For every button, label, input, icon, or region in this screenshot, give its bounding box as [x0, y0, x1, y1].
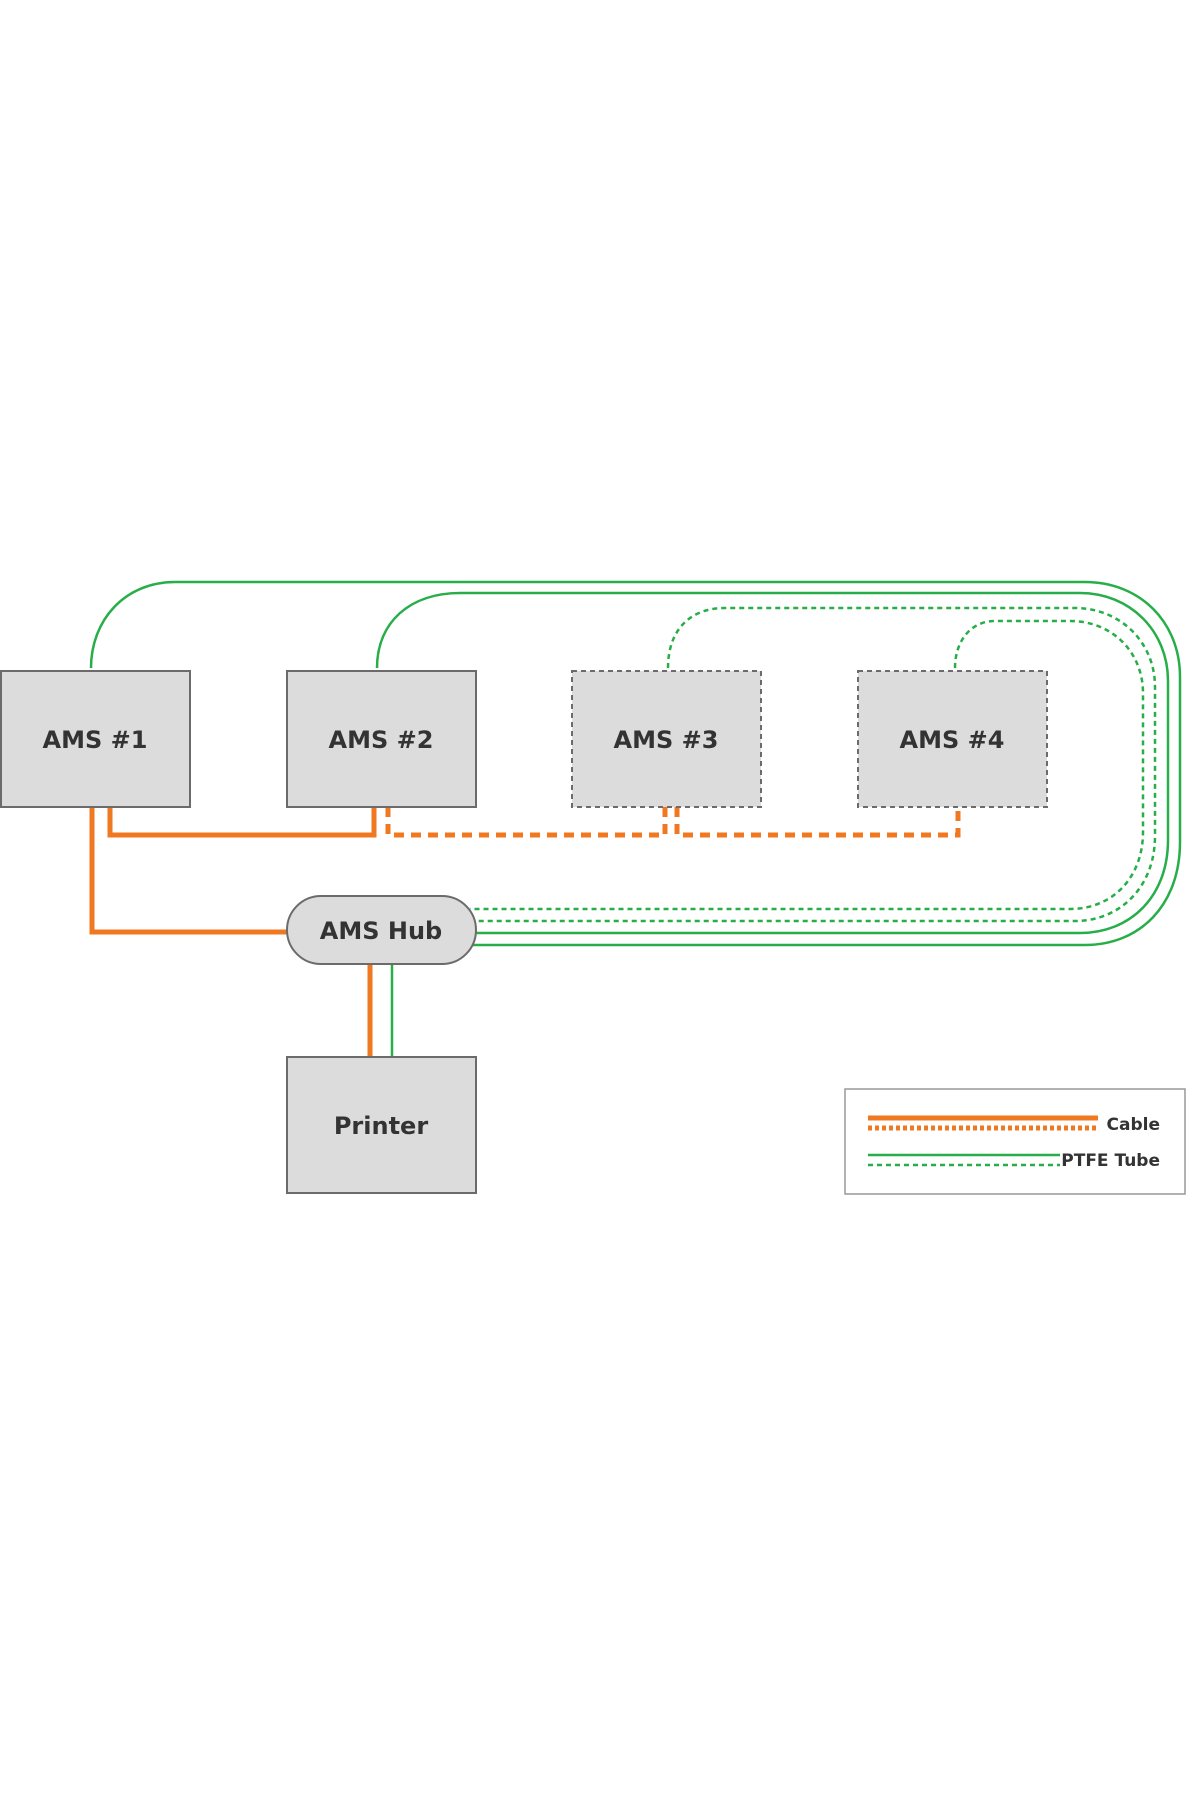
node-ams2: AMS #2: [286, 670, 477, 808]
ams2-box: [286, 670, 477, 808]
node-ams1: AMS #1: [0, 670, 191, 808]
hub-label: AMS Hub: [320, 917, 442, 945]
printer-box: [286, 1056, 477, 1194]
ams3-box: [571, 670, 762, 808]
cable-ams1-to-hub: [89, 807, 287, 935]
printer-label: Printer: [334, 1112, 428, 1140]
node-printer: Printer: [286, 1056, 477, 1194]
ams1-label: AMS #1: [43, 726, 148, 754]
tube-ams1-to-hub: [89, 580, 1182, 947]
legend-box: [844, 1088, 1186, 1195]
legend-cable-label: Cable: [1107, 1115, 1160, 1135]
node-ams4: AMS #4: [857, 670, 1048, 808]
node-ams3: AMS #3: [571, 670, 762, 808]
node-ams-hub: AMS Hub: [286, 895, 477, 965]
hub-box: [286, 895, 477, 965]
cables: [89, 807, 961, 1057]
cable-ams1-to-ams2: [107, 807, 377, 838]
legend: Cable PTFE Tube: [844, 1088, 1186, 1195]
ams1-box: [0, 670, 191, 808]
ams4-box: [857, 670, 1048, 808]
tube-ams4-to-hub: [470, 619, 1145, 911]
tube-ams2-to-hub: [375, 591, 1170, 935]
ams2-label: AMS #2: [329, 726, 434, 754]
ams4-label: AMS #4: [900, 726, 1005, 754]
legend-tube-label: PTFE Tube: [1061, 1151, 1160, 1171]
ptfe-tubes: [89, 580, 1182, 1057]
ams3-label: AMS #3: [614, 726, 719, 754]
cable-ams2-to-ams3: [385, 807, 668, 838]
tube-ams3-to-hub: [470, 606, 1157, 923]
cable-ams3-to-ams4: [674, 807, 961, 838]
